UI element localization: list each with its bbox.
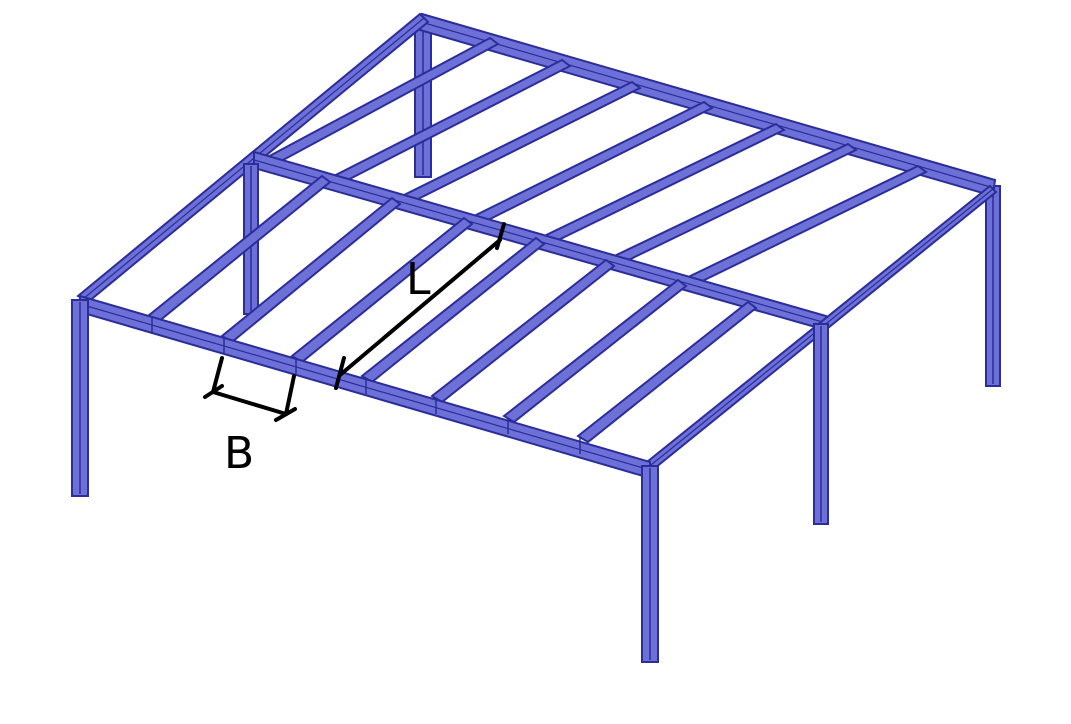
dimension-L-tick-upper <box>495 222 506 250</box>
column-front-right <box>641 465 659 663</box>
joists-back-bay <box>259 36 928 290</box>
dimension-B-tick-left <box>203 384 224 399</box>
beam-front-girder <box>79 294 651 480</box>
dimension-B-tick-left-vertical <box>211 356 224 394</box>
dimension-L-label: L <box>406 254 431 305</box>
dimension-B-tick-right <box>274 407 297 422</box>
dimension-B-tick-right-vertical <box>284 374 296 416</box>
dimension-L-line <box>338 238 502 377</box>
column-back-left <box>414 21 432 178</box>
dimension-B-label: B <box>224 428 254 479</box>
column-middle-right <box>813 323 829 525</box>
column-front-left <box>71 299 89 497</box>
column-back-right <box>985 185 1001 387</box>
dimension-B <box>203 356 297 422</box>
dimension-B-line <box>211 390 288 416</box>
dimension-L <box>334 222 506 390</box>
dimension-L-tick-lower <box>334 356 346 390</box>
joists-front-bay <box>146 174 758 444</box>
